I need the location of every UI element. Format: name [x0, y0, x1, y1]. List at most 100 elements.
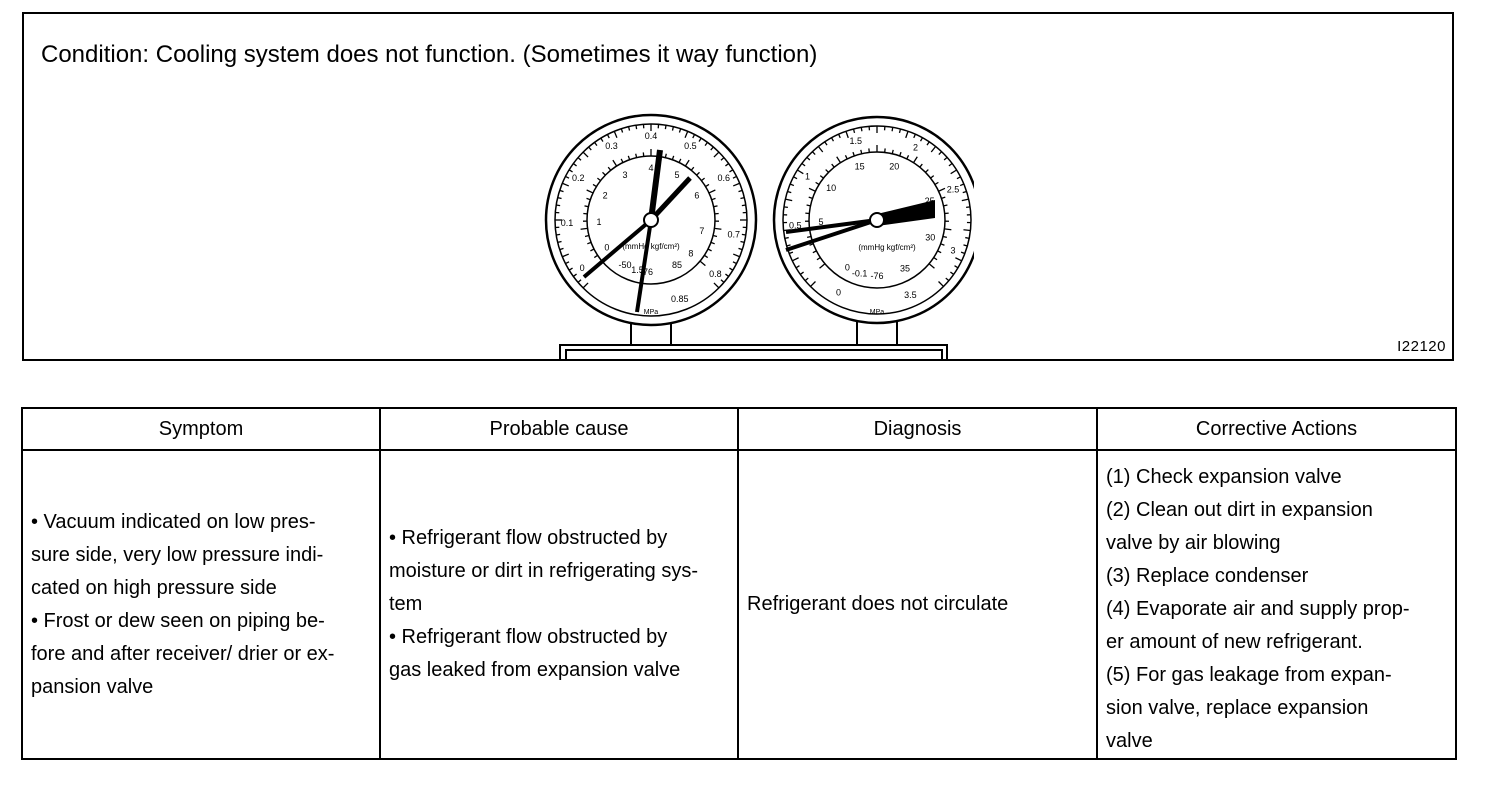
manifold-base	[559, 344, 948, 360]
dial-tick	[808, 196, 813, 200]
dial-tick	[562, 182, 570, 187]
dial-tick	[732, 182, 740, 187]
dial-tick	[899, 151, 902, 157]
dial-tick	[852, 151, 855, 157]
dial-tick	[565, 261, 570, 265]
dial-tick	[602, 171, 606, 176]
dial-tick	[825, 169, 829, 173]
dial-tick	[613, 131, 618, 139]
dial-tick	[956, 176, 961, 180]
dial-tick	[787, 190, 792, 194]
dial-tick	[954, 265, 959, 269]
dial-tick	[557, 240, 562, 244]
dial-tick	[937, 250, 942, 254]
dial-tick	[594, 141, 598, 146]
dial-tick	[801, 162, 806, 167]
dial-tick	[738, 247, 743, 251]
symptom-line: cated on high pressure side	[31, 576, 277, 599]
dial-tick	[860, 149, 863, 154]
dial-tick	[713, 151, 720, 158]
dial-tick	[713, 205, 718, 208]
table-header-row: Symptom Probable cause Diagnosis Correct…	[21, 407, 1457, 451]
dial-scale-label: 25	[925, 196, 935, 206]
dial-scale-label: 2.5	[947, 184, 960, 194]
dial-tick	[938, 151, 943, 156]
dial-tick	[707, 248, 712, 252]
dial-tick	[582, 151, 589, 158]
dial-tick	[612, 159, 618, 167]
dial-tick	[698, 137, 702, 142]
dial-tick	[812, 250, 817, 254]
action-line: er amount of new refrigerant.	[1106, 631, 1363, 653]
dial-scale-label: 0	[845, 262, 850, 272]
dial-tick	[664, 153, 667, 158]
dial-scale-label: 0	[580, 263, 585, 273]
dial-tick	[824, 141, 828, 146]
dial-tick	[705, 183, 710, 188]
dial-scale-label: 0.2	[572, 173, 585, 183]
dial-tick	[577, 279, 582, 283]
dial-tick	[950, 169, 957, 175]
figure-id: I22120	[1397, 338, 1446, 355]
dial-scale-label: 0.3	[605, 141, 618, 151]
dial-scale-label: 0.7	[727, 230, 740, 240]
dial-tick	[806, 204, 811, 207]
header-corrective-actions: Corrective Actions	[1096, 407, 1457, 451]
dial-tick	[588, 146, 592, 151]
dial-scale-label: -50	[618, 260, 631, 270]
dial-scale-label: 0.1	[561, 218, 574, 228]
dial-tick	[607, 166, 612, 171]
dial-scale-label: 1	[805, 172, 810, 182]
dial-scale-label: 0.5	[684, 141, 697, 151]
dial-tick	[704, 254, 709, 259]
dial-tick	[593, 254, 598, 259]
dial-tick	[948, 162, 953, 167]
header-diagnosis: Diagnosis	[737, 407, 1098, 451]
dial-scale-label: 1	[597, 217, 602, 227]
symptom-line: • Vacuum indicated on low pres-	[31, 510, 316, 533]
dial-tick	[795, 265, 800, 269]
dial-tick	[635, 125, 638, 130]
dial-tick	[664, 125, 667, 130]
action-line: valve	[1106, 730, 1153, 752]
dial-scale-label: -76	[640, 267, 653, 277]
dial-tick	[678, 158, 682, 163]
dial-tick	[740, 240, 745, 244]
cause-line: moisture or dirt in refrigerating sys-	[389, 560, 698, 582]
dial-tick	[961, 198, 969, 202]
dial-tick	[620, 128, 624, 133]
dial-tick	[942, 235, 948, 239]
dial-scale-label: 20	[889, 162, 899, 172]
dial-tick	[725, 163, 730, 167]
dial-tick	[819, 175, 824, 179]
dial-tick	[844, 155, 848, 160]
cause-line: tem	[389, 593, 423, 615]
dial-tick	[710, 241, 715, 245]
dial-tick	[684, 131, 689, 139]
dial-tick	[712, 234, 718, 238]
low-gauge-mpa-label: MPa	[644, 309, 659, 316]
symptom-line: sure side, very low pressure indi-	[31, 543, 324, 566]
dial-tick	[806, 235, 812, 239]
dial-tick	[836, 156, 842, 163]
dial-tick	[926, 141, 930, 146]
dial-tick	[938, 281, 944, 287]
dial-tick	[568, 267, 573, 271]
low-gauge-needles	[582, 149, 692, 313]
condition-text: Condition: Cooling system does not funct…	[41, 41, 818, 68]
dial-tick	[959, 183, 965, 187]
dial-tick	[809, 243, 814, 246]
dial-tick	[819, 263, 826, 269]
dial-tick	[945, 277, 950, 282]
dial-scale-label: 7	[699, 226, 704, 236]
dial-tick	[690, 166, 695, 171]
dial-tick	[793, 176, 798, 180]
corrective-actions-cell: (1) Check expansion valve (2) Clean out …	[1096, 449, 1457, 760]
condition-figure-panel: Condition: Cooling system does not funct…	[22, 12, 1454, 361]
dial-scale-label: 10	[826, 183, 836, 193]
diagnosis-text: Refrigerant does not circulate	[747, 593, 1009, 615]
low-gauge-unit-label: (mmHg kgf/cm²)	[622, 242, 680, 251]
dial-tick	[720, 279, 725, 283]
dial-tick	[919, 137, 924, 142]
